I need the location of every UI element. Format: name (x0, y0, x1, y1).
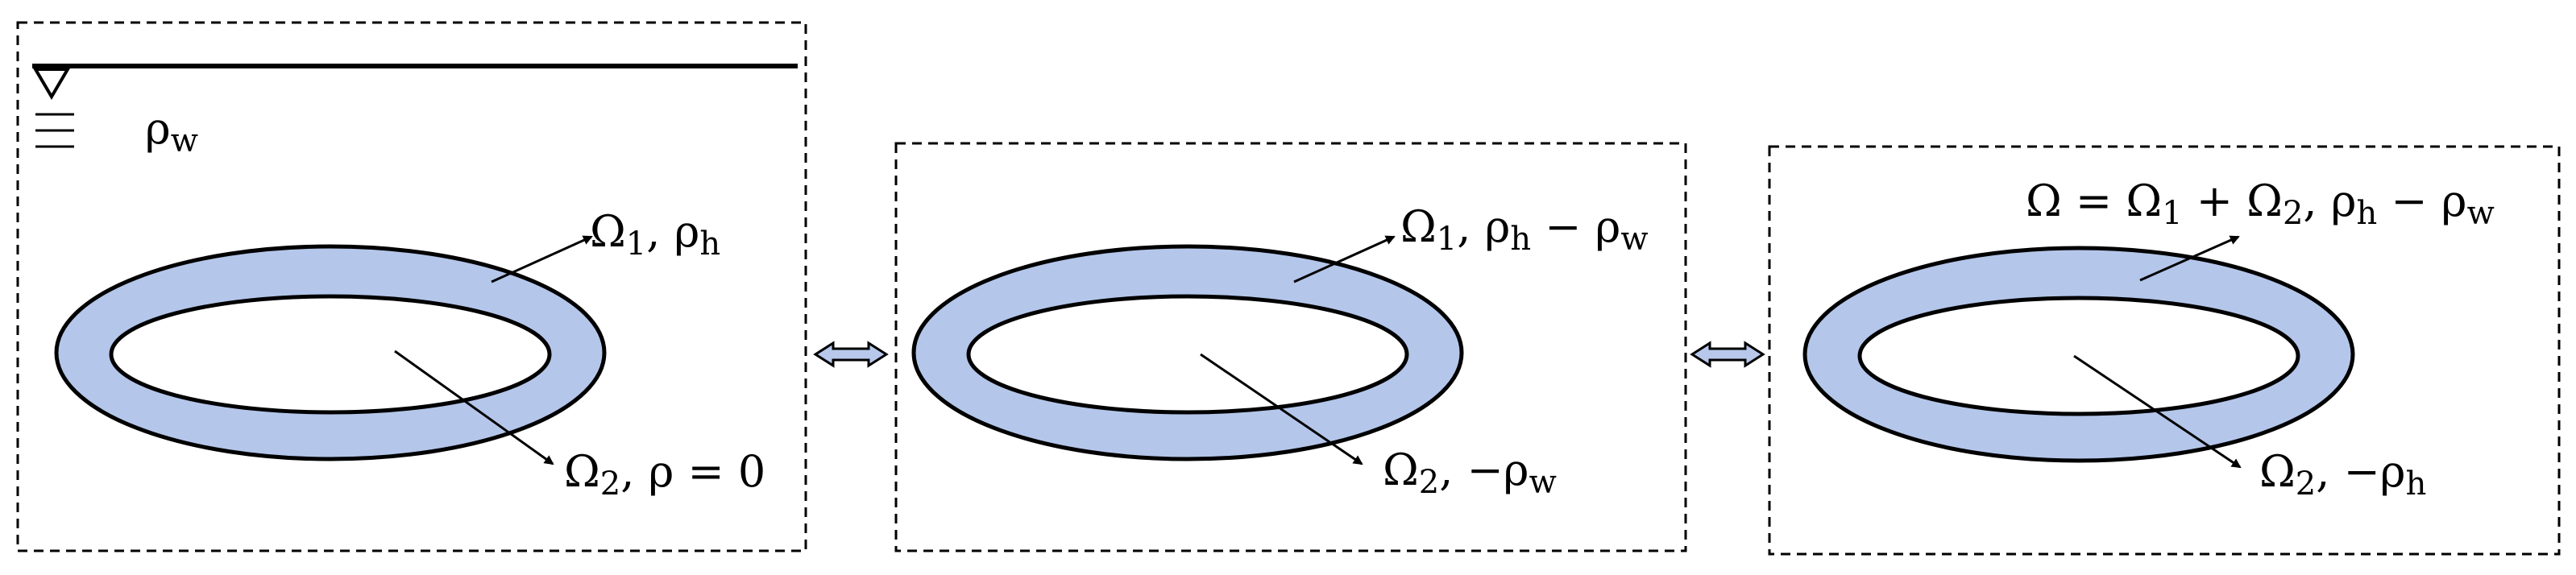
panel-equivalent-1: Ω1, ρh − ρw Ω2, −ρw (894, 142, 1687, 552)
double-arrow-icon (1690, 341, 1765, 368)
panel-2-outer-pointer (1293, 235, 1396, 283)
panel-3-outer-pointer (2139, 235, 2240, 282)
panel-3-frame (1768, 145, 2561, 556)
panel-equivalent-2: Ω = Ω1 + Ω2, ρh − ρw Ω2, −ρh (1768, 145, 2561, 556)
panel-2-inner-cavity (966, 294, 1409, 415)
panel-2-frame (894, 142, 1687, 552)
panel-1-inner-cavity (109, 294, 552, 415)
panel-2-inner-label: Ω2, −ρw (1383, 445, 1557, 501)
panel-3-inner-cavity (1857, 296, 2300, 416)
panel-1-frame (16, 21, 807, 552)
double-arrow-icon (813, 341, 889, 368)
panel-submerged: ρw Ω1, ρh Ω2, ρ = 0 (16, 21, 807, 552)
panel-1-outer-label: Ω1, ρh (590, 206, 720, 263)
panel-2-outer-label: Ω1, ρh − ρw (1400, 201, 1649, 258)
water-level-icon (32, 68, 74, 148)
panel-2-inner-pointer (1200, 353, 1363, 465)
panel-3-inner-pointer (2073, 354, 2242, 469)
panel-1-inner-label: Ω2, ρ = 0 (564, 446, 765, 503)
panel-1-outer-pointer (491, 235, 593, 283)
panel-1-inner-pointer (394, 350, 554, 465)
panel-3-outer-label: Ω = Ω1 + Ω2, ρh − ρw (2026, 176, 2495, 232)
water-density-label: ρw (145, 103, 198, 159)
panel-3-inner-label: Ω2, −ρh (2259, 446, 2426, 503)
